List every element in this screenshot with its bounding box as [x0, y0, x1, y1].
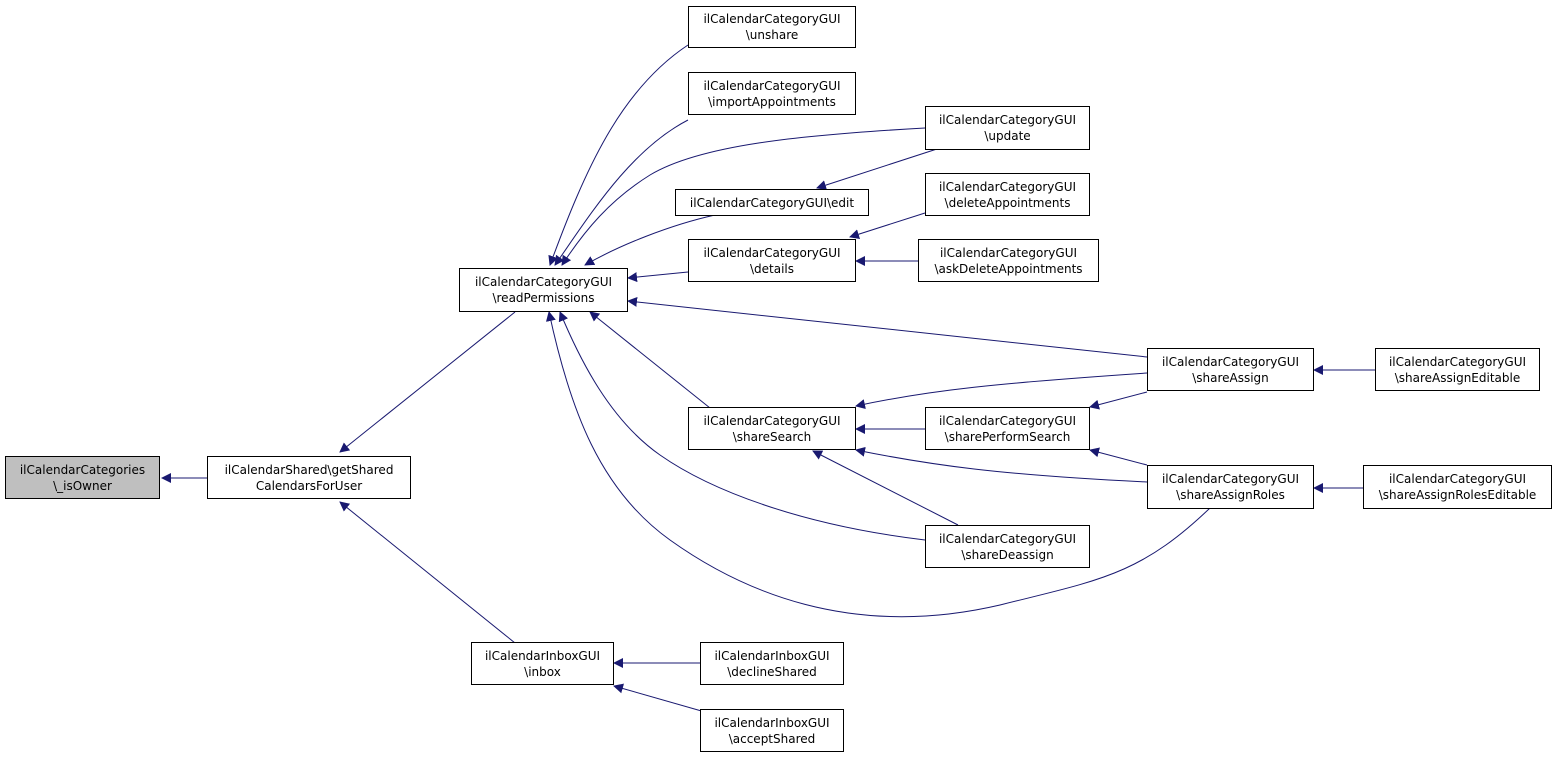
node-unshare[interactable]: ilCalendarCategoryGUI \unshare: [688, 6, 856, 48]
node-details-line2: \details: [749, 261, 795, 276]
node-accept-shared[interactable]: ilCalendarInboxGUI \acceptShared: [700, 709, 844, 752]
node-import-appointments-line1: ilCalendarCategoryGUI: [703, 78, 841, 93]
node-unshare-line1: ilCalendarCategoryGUI: [703, 12, 841, 26]
edge-unshare-readpermissions: [548, 44, 689, 266]
edge-update-edit: [816, 147, 941, 190]
node-share-search-line2: \shareSearch: [732, 429, 812, 444]
node-share-assign-roles-line2: \shareAssignRoles: [1176, 488, 1285, 502]
edge-shareassignroles-readpermissions: [545, 311, 1211, 618]
node-edit-line1: ilCalendarCategoryGUI\edit: [689, 195, 855, 210]
node-accept-shared-line2: \acceptShared: [728, 731, 816, 746]
node-is-owner-line1: ilCalendarCategories: [19, 462, 146, 477]
node-share-search-line1: ilCalendarCategoryGUI: [703, 413, 841, 428]
node-get-shared-line2: CalendarsForUser: [255, 478, 363, 493]
edge-update-readpermissions: [561, 127, 926, 266]
node-share-assign-roles-editable-line2: \shareAssignRolesEditable: [1378, 488, 1537, 502]
node-get-shared[interactable]: ilCalendarShared\getShared CalendarsForU…: [207, 456, 411, 499]
node-details-line1: ilCalendarCategoryGUI: [703, 245, 841, 260]
node-details[interactable]: ilCalendarCategoryGUI \details: [688, 239, 856, 282]
edge-sharedeassign-readpermissions: [558, 311, 926, 541]
node-delete-appointments-line2: \deleteAppointments: [944, 195, 1071, 210]
edge-shareassignroles-shareperformsearch: [1089, 447, 1148, 466]
node-ask-delete-appointments-line1: ilCalendarCategoryGUI: [939, 245, 1078, 260]
edge-details-readpermissions: [627, 271, 689, 283]
node-import-appointments[interactable]: ilCalendarCategoryGUI \importAppointment…: [688, 72, 856, 115]
node-decline-shared[interactable]: ilCalendarInboxGUI \declineShared: [700, 642, 844, 685]
node-delete-appointments[interactable]: ilCalendarCategoryGUI \deleteAppointment…: [925, 173, 1090, 216]
node-share-assign-line1: ilCalendarCategoryGUI: [1161, 354, 1300, 369]
node-is-owner-line2: \_isOwner: [53, 478, 112, 493]
node-decline-shared-line2: \declineShared: [727, 664, 817, 679]
edge-acceptshared-inbox: [613, 683, 706, 713]
edge-shareassign-shareperformsearch: [1089, 391, 1148, 410]
node-read-permissions-line1: ilCalendarCategoryGUI: [474, 275, 613, 289]
node-share-assign-roles-line1: ilCalendarCategoryGUI: [1161, 472, 1300, 486]
node-ask-delete-appointments-line2: \askDeleteAppointments: [934, 261, 1083, 276]
node-ask-delete-appointments[interactable]: ilCalendarCategoryGUI \askDeleteAppointm…: [918, 239, 1099, 282]
edge-shareassignroles-sharesearch: [855, 446, 1148, 483]
node-share-assign-editable[interactable]: ilCalendarCategoryGUI \shareAssignEditab…: [1375, 348, 1540, 391]
node-share-search[interactable]: ilCalendarCategoryGUI \shareSearch: [688, 407, 856, 450]
edge-deleteappointments-details: [849, 212, 926, 240]
node-edit[interactable]: ilCalendarCategoryGUI\edit: [675, 189, 869, 216]
node-unshare-line2: \unshare: [745, 28, 799, 42]
node-share-assign-roles-editable[interactable]: ilCalendarCategoryGUI \shareAssignRolesE…: [1363, 465, 1552, 509]
edge-shareassign-readpermissions: [627, 296, 1148, 358]
node-delete-appointments-line1: ilCalendarCategoryGUI: [938, 179, 1077, 194]
node-is-owner: ilCalendarCategories \_isOwner: [5, 456, 160, 499]
node-import-appointments-line2: \importAppointments: [708, 94, 836, 109]
node-share-assign-line2: \shareAssign: [1192, 370, 1269, 385]
node-update[interactable]: ilCalendarCategoryGUI \update: [925, 106, 1090, 150]
edge-edit-readpermissions: [584, 214, 716, 266]
node-share-assign[interactable]: ilCalendarCategoryGUI \shareAssign: [1147, 348, 1314, 391]
node-share-deassign-line1: ilCalendarCategoryGUI: [938, 531, 1077, 546]
node-inbox-line2: \inbox: [524, 664, 561, 679]
node-share-assign-roles-editable-line1: ilCalendarCategoryGUI: [1388, 472, 1527, 486]
edge-importappointments-readpermissions: [554, 119, 689, 266]
node-share-assign-editable-line2: \shareAssignEditable: [1394, 370, 1521, 385]
node-share-perform-search[interactable]: ilCalendarCategoryGUI \sharePerformSearc…: [925, 407, 1090, 450]
node-inbox-line1: ilCalendarInboxGUI: [484, 648, 601, 663]
node-share-deassign[interactable]: ilCalendarCategoryGUI \shareDeassign: [925, 525, 1090, 568]
node-share-deassign-line2: \shareDeassign: [961, 547, 1054, 562]
edge-sharesearch-readpermissions: [589, 311, 711, 409]
edge-shareassign-sharesearch: [855, 372, 1148, 409]
node-share-assign-editable-line1: ilCalendarCategoryGUI: [1388, 354, 1527, 369]
edge-inbox-getshared: [339, 501, 516, 644]
node-read-permissions[interactable]: ilCalendarCategoryGUI \readPermissions: [459, 268, 628, 312]
node-read-permissions-line2: \readPermissions: [492, 291, 595, 305]
node-share-perform-search-line2: \sharePerformSearch: [944, 429, 1071, 444]
node-update-line2: \update: [984, 129, 1031, 143]
node-share-perform-search-line1: ilCalendarCategoryGUI: [938, 413, 1077, 428]
node-accept-shared-line1: ilCalendarInboxGUI: [714, 715, 830, 730]
node-inbox[interactable]: ilCalendarInboxGUI \inbox: [471, 642, 614, 685]
edge-sharedeassign-sharesearch: [812, 450, 959, 526]
node-get-shared-line1: ilCalendarShared\getShared: [224, 462, 394, 477]
node-update-line1: ilCalendarCategoryGUI: [938, 113, 1077, 127]
node-share-assign-roles[interactable]: ilCalendarCategoryGUI \shareAssignRoles: [1147, 465, 1314, 509]
node-decline-shared-line1: ilCalendarInboxGUI: [714, 648, 830, 663]
edge-readpermissions-getshared: [339, 311, 516, 453]
